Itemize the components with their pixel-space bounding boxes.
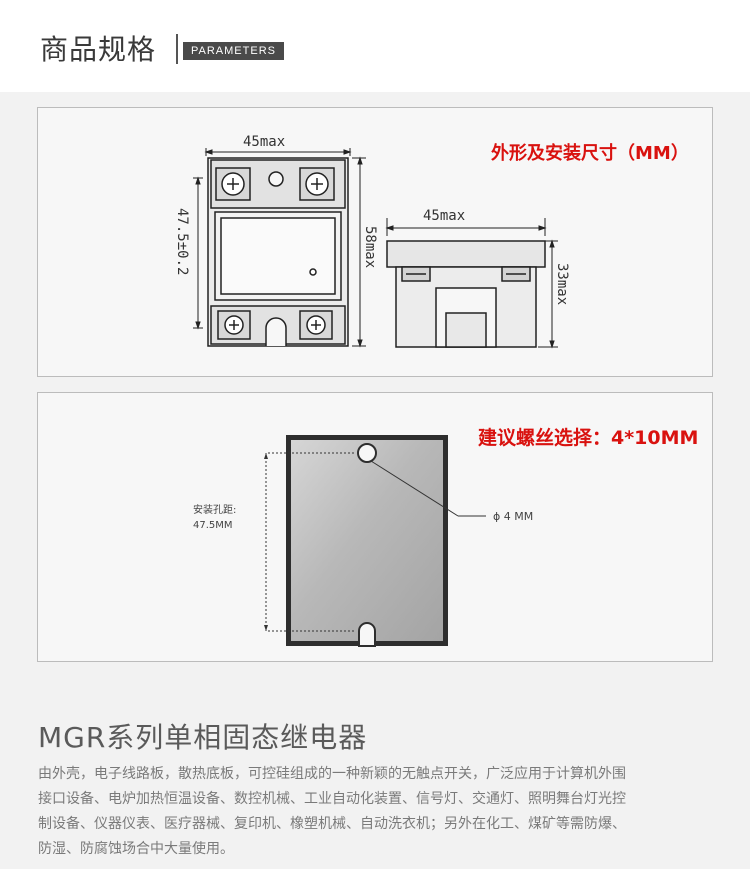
section-title: 商品规格: [40, 33, 157, 66]
dimension-panel: 外形及安装尺寸（MM）: [37, 107, 713, 377]
dimension-note: 外形及安装尺寸（MM）: [491, 143, 689, 164]
section-header: 商品规格 PARAMETERS: [0, 0, 750, 92]
title-divider: [176, 34, 178, 64]
front-total-height-label: 58max: [362, 226, 378, 268]
description-line: 接口设备、电炉加热恒温设备、数控机械、工业自动化装置、信号灯、交通灯、照明舞台灯…: [38, 791, 626, 807]
side-width-label: 45max: [423, 208, 465, 224]
hole-diameter-label: ϕ 4 MM: [493, 510, 534, 523]
screw-note: 建议螺丝选择：4*10MM: [478, 427, 699, 449]
side-height-label: 33max: [554, 263, 570, 305]
dimension-drawing: 45max 47.5±0.2 58max: [174, 134, 570, 349]
parameters-badge: PARAMETERS: [183, 42, 284, 60]
description-line: 制设备、仪器仪表、医疗器械、复印机、橡塑机械、自动洗衣机；另外在化工、煤矿等需防…: [38, 816, 626, 832]
product-title: MGR系列单相固态继电器: [38, 721, 368, 754]
description-line: 防湿、防腐蚀场合中大量使用。: [38, 841, 234, 857]
front-width-label: 45max: [243, 134, 285, 150]
mounting-panel: 建议螺丝选择：4*10MM 安装孔距: 4: [37, 392, 713, 662]
base-plate: [286, 435, 448, 647]
product-description: 由外壳，电子线路板，散热底板，可控硅组成的一种新颖的无触点开关，广泛应用于计算机…: [38, 762, 718, 862]
hole-spacing-value: 47.5MM: [193, 520, 233, 531]
hole-spacing-label: 安装孔距:: [193, 505, 237, 516]
side-view: [386, 240, 546, 348]
front-view: [207, 157, 349, 347]
description-line: 由外壳，电子线路板，散热底板，可控硅组成的一种新颖的无触点开关，广泛应用于计算机…: [38, 766, 626, 782]
front-hole-height-label: 47.5±0.2: [174, 208, 190, 275]
mounting-plate-drawing: [264, 435, 486, 647]
